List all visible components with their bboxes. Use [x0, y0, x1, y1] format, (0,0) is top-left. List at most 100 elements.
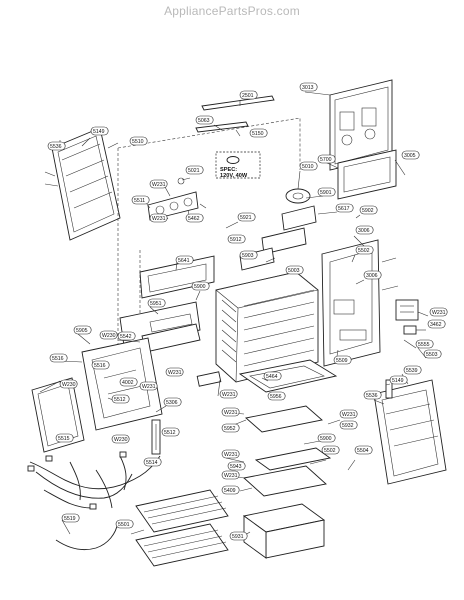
part-number: 4002: [122, 380, 134, 386]
part-label: 5511: [131, 195, 150, 205]
part-label: 5932: [339, 420, 358, 430]
part-number: 5901: [320, 190, 332, 196]
part-number: 5943: [230, 464, 242, 470]
fan-blower: [285, 188, 311, 204]
part-label-bubble: [147, 298, 166, 308]
part-number: 5516: [94, 363, 106, 369]
part-label: 5555: [415, 339, 434, 349]
part-number: 5905: [76, 328, 88, 334]
part-label: 5516: [49, 353, 68, 363]
part-label: 5150: [249, 128, 268, 138]
part-label-bubble: [317, 433, 336, 443]
part-number: 3005: [404, 153, 416, 159]
part-number: 5900: [194, 284, 206, 290]
part-label-bubble: [195, 115, 214, 125]
part-label-bubble: [339, 409, 358, 419]
part-label: 5149: [90, 126, 109, 136]
part-label-bubble: [185, 165, 204, 175]
part-label: 5512: [161, 427, 180, 437]
part-label-bubble: [321, 445, 340, 455]
part-number: 5912: [230, 237, 242, 243]
part-label: 5901: [317, 187, 336, 197]
part-label: 5956: [267, 391, 286, 401]
part-label-bubble: [239, 250, 258, 260]
part-label: 5462: [185, 213, 204, 223]
part-label: W231: [429, 307, 448, 317]
part-label: 5700: [317, 154, 336, 164]
part-number: 5515: [58, 436, 70, 442]
part-number: W231: [222, 392, 236, 398]
part-label: 5542: [117, 331, 136, 341]
part-label: 5501: [115, 519, 134, 529]
part-label: 5900: [191, 281, 210, 291]
part-number: W231: [224, 473, 238, 479]
part-label: 5519: [61, 513, 80, 523]
part-label: 5510: [129, 136, 148, 146]
hinge-tray: [119, 301, 201, 353]
part-label-bubble: [221, 470, 240, 480]
part-number: W230: [102, 333, 116, 339]
part-label: 5063: [195, 115, 214, 125]
part-label-bubble: [263, 371, 282, 381]
part-label: W231: [165, 367, 184, 377]
part-label: W231: [149, 213, 168, 223]
part-label-bubble: [219, 389, 238, 399]
part-label-bubble: [363, 270, 382, 280]
part-label-bubble: [143, 457, 162, 467]
spec-line-1: SPEC:: [220, 167, 237, 173]
part-label: 3462: [427, 319, 446, 329]
part-number: 5539: [406, 368, 418, 374]
part-label: 5903: [239, 250, 258, 260]
part-number: 5003: [288, 268, 300, 274]
part-label: 5912: [227, 234, 246, 244]
part-label: 5504: [354, 445, 373, 455]
part-label: 5536: [363, 390, 382, 400]
door-hinge: [151, 419, 161, 455]
part-number: 3013: [302, 85, 314, 91]
part-label-bubble: [427, 319, 446, 329]
part-number: 2501: [242, 93, 254, 99]
part-number: 5514: [146, 460, 158, 466]
part-label-bubble: [119, 377, 138, 387]
part-label-bubble: [221, 449, 240, 459]
top-vent-bar: [195, 95, 275, 133]
part-label: W231: [221, 407, 240, 417]
part-label: W231: [221, 449, 240, 459]
part-label: 5409: [221, 485, 240, 495]
part-number: 5063: [198, 118, 210, 124]
part-number: 5951: [150, 301, 162, 307]
part-number: 5921: [240, 215, 252, 221]
part-number: 5956: [270, 394, 282, 400]
part-number: W230: [62, 382, 76, 388]
drawer-box: [242, 503, 326, 559]
part-number: W231: [142, 384, 156, 390]
part-label: 5514: [143, 457, 162, 467]
part-label: 5931: [229, 531, 248, 541]
part-label-bubble: [131, 195, 150, 205]
part-label: 5464: [263, 371, 282, 381]
part-label-bubble: [90, 126, 109, 136]
part-label-bubble: [47, 141, 66, 151]
part-label: W230: [99, 330, 118, 340]
part-number: 5502: [358, 248, 370, 254]
part-label: W230: [111, 434, 130, 444]
right-side-panel: [321, 239, 399, 367]
part-number: 5511: [134, 198, 145, 204]
part-number: 5464: [266, 374, 278, 380]
part-label: 5943: [227, 461, 246, 471]
part-number: W231: [168, 370, 182, 376]
part-number: W231: [342, 412, 356, 418]
part-label-bubble: [99, 330, 118, 340]
part-number: 5900: [320, 436, 332, 442]
part-label-bubble: [161, 427, 180, 437]
part-label: 5010: [299, 161, 318, 171]
part-label: 5003: [285, 265, 304, 275]
part-label-bubble: [389, 375, 408, 385]
top-duct: [239, 205, 317, 271]
part-label: W231: [149, 179, 168, 189]
part-number: 5512: [164, 430, 176, 436]
part-label-bubble: [61, 513, 80, 523]
part-number: 5502: [324, 448, 336, 454]
terminal-block: [395, 299, 419, 335]
part-number: W231: [432, 310, 446, 316]
